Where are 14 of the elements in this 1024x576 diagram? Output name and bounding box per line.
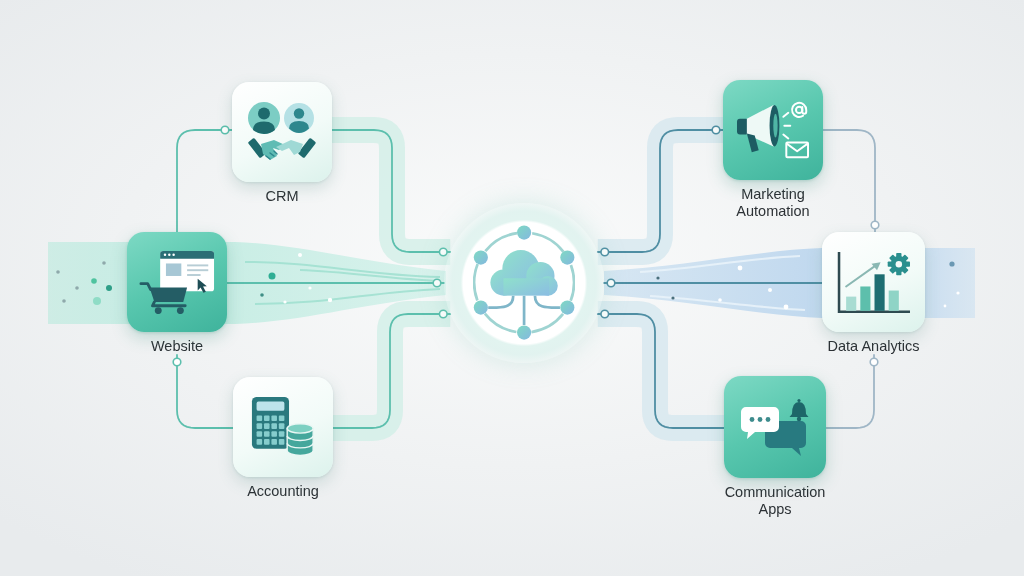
connector-line (172, 354, 234, 429)
node-label: Communication Apps (724, 484, 826, 518)
node-label: Data Analytics (826, 338, 921, 355)
connector-line (332, 309, 452, 429)
connector-line (825, 354, 879, 429)
connector-line (603, 278, 823, 288)
node-label: Website (149, 338, 205, 355)
node-label: Accounting (246, 483, 320, 500)
node-label: Marketing Automation (735, 186, 811, 220)
connector-line (822, 129, 880, 233)
node-label: CRM (264, 188, 300, 205)
connector-line (176, 125, 233, 233)
connector-line (226, 278, 445, 288)
connector-line (596, 309, 725, 429)
